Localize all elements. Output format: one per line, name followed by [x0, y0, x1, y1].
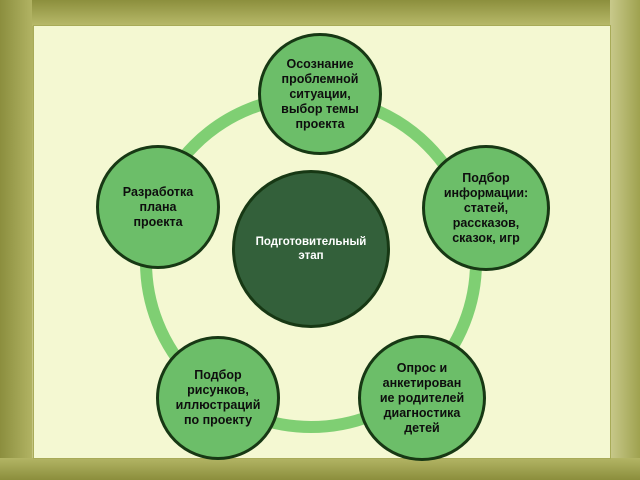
frame-right-band	[610, 0, 640, 480]
node-information-selection: Подбор информации: статей, рассказов, ск…	[422, 145, 550, 271]
node-project-planning: Разработка плана проекта	[96, 145, 220, 269]
node-illustration-selection: Подбор рисунков, иллюстраций по проекту	[156, 336, 280, 460]
frame-left-band	[0, 0, 32, 480]
node-problem-awareness: Осознание проблемной ситуации, выбор тем…	[258, 33, 382, 155]
frame-top-band	[0, 0, 640, 26]
frame-bottom-band	[0, 458, 640, 480]
center-node-preparatory-stage: Подготовительный этап	[232, 170, 390, 328]
node-parent-survey: Опрос и анкетирован ие родителей диагнос…	[358, 335, 486, 461]
